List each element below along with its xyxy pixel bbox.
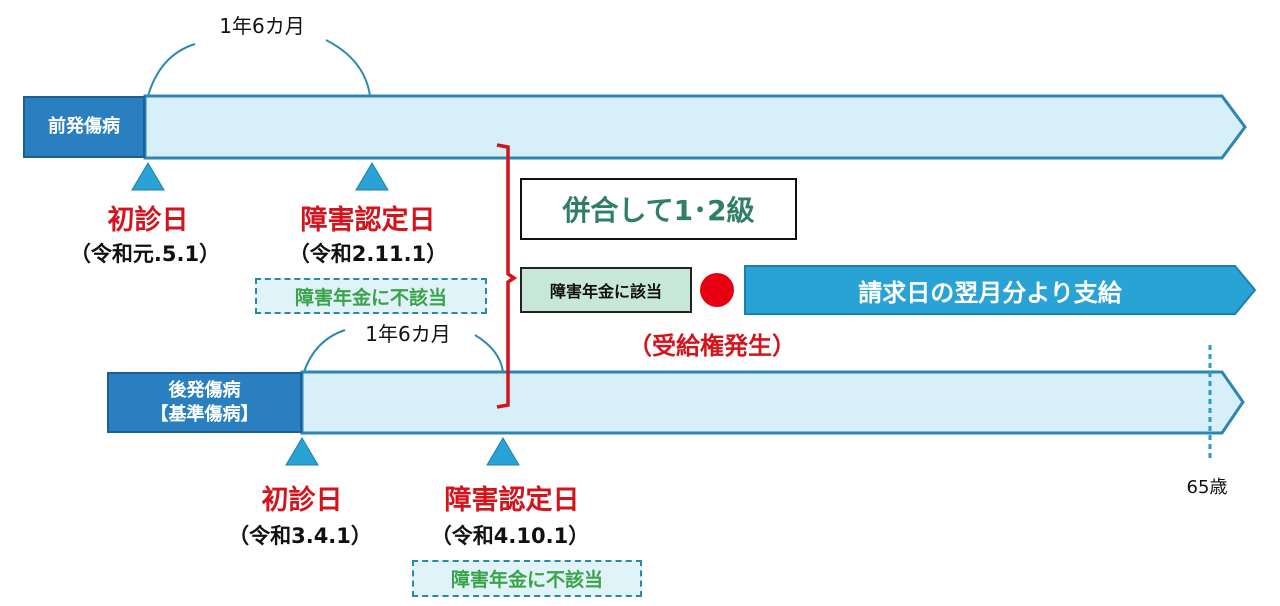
right-arises-dot [700, 273, 734, 307]
prior-first-visit-marker [131, 162, 165, 191]
base-illness-text: 【基準傷病】 [150, 403, 259, 425]
prior-cert-label: 障害認定日 [300, 205, 436, 236]
prior-status-text: 障害年金に不該当 [294, 286, 447, 309]
prior-cert-marker [355, 162, 389, 191]
combination-bracket [496, 143, 518, 409]
later-cert-marker [486, 437, 520, 466]
later-cert-label: 障害認定日 [444, 485, 580, 516]
age-65-label: 65歳 [1186, 477, 1228, 498]
prior-cert-date: （令和2.11.1） [288, 242, 448, 266]
right-arises-label: （受給権発生） [628, 332, 796, 360]
prior-first-visit-date: （令和元.5.1） [69, 242, 221, 266]
prior-illness-text: 前発傷病 [48, 116, 120, 137]
combined-grade-text: 併合して1･2級 [562, 194, 755, 227]
later-illness-label: 後発傷病【基準傷病】 [107, 372, 302, 433]
later-timeline-bar [300, 370, 1245, 435]
later-status-box: 障害年金に不該当 [412, 560, 642, 597]
later-first-visit-date: （令和3.4.1） [228, 524, 372, 548]
payment-text: 請求日の翌月分より支給 [858, 278, 1122, 307]
later-illness-text: 後発傷病 [168, 379, 241, 401]
combined-grade-box: 併合して1･2級 [520, 178, 797, 240]
later-status-text: 障害年金に不該当 [450, 569, 603, 591]
payment-arrow [744, 265, 1257, 315]
prior-first-visit-label: 初診日 [107, 205, 189, 236]
eligible-text: 障害年金に該当 [549, 282, 662, 301]
later-cert-date: （令和4.10.1） [430, 524, 590, 548]
eligible-box: 障害年金に該当 [520, 267, 692, 313]
prior-illness-label: 前発傷病 [23, 96, 145, 158]
prior-status-box: 障害年金に不該当 [255, 278, 487, 314]
prior-span-arc [147, 39, 371, 97]
later-span-arc [303, 329, 504, 373]
prior-span-label: 1年6カ月 [219, 14, 305, 38]
prior-timeline-bar [143, 94, 1247, 160]
later-first-visit-marker [285, 437, 319, 466]
later-first-visit-label: 初診日 [261, 485, 343, 516]
later-span-label: 1年6カ月 [365, 322, 451, 346]
